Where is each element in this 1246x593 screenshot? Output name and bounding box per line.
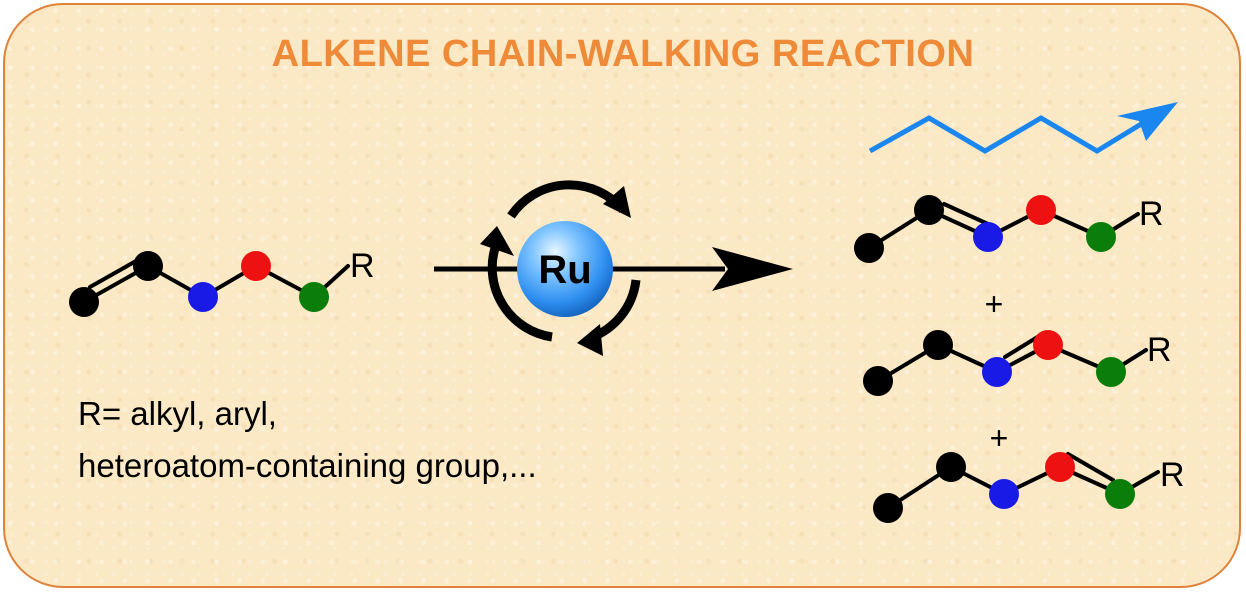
plus-sign-1: + <box>985 286 1004 322</box>
ru-sphere <box>517 221 613 317</box>
product-1-atom-blue <box>973 222 1003 252</box>
substrate-atom-green <box>299 282 329 312</box>
r-definition-line-1: R= alkyl, aryl, <box>78 395 277 432</box>
plus-sign-2: + <box>990 420 1009 456</box>
substrate-atom-red <box>241 251 271 281</box>
product-1-atom-2 <box>914 195 944 225</box>
catalytic-cycle <box>480 180 641 356</box>
product-3-atom-blue <box>989 479 1019 509</box>
ru-catalyst: Ru <box>517 221 613 317</box>
product-1: R <box>854 195 1164 263</box>
product-3-atom-2 <box>936 452 966 482</box>
product-2-atom-green <box>1096 357 1126 387</box>
substrate-molecule: R <box>69 247 375 317</box>
product-3-atom-green <box>1105 479 1135 509</box>
product-1-r-label: R <box>1139 195 1164 233</box>
product-3-r-label: R <box>1160 456 1185 494</box>
product-2-atom-red <box>1033 330 1063 360</box>
cycle-arrow-left <box>487 243 553 342</box>
substrate-r-label: R <box>350 247 375 285</box>
product-1-atom-1 <box>854 233 884 263</box>
product-3-atom-1 <box>873 493 903 523</box>
chain-walk-arrow <box>868 102 1178 154</box>
substrate-atom-blue <box>188 282 218 312</box>
ru-label: Ru <box>538 248 591 292</box>
substrate-atom-2 <box>133 251 163 281</box>
r-definition-line-2: heteroatom-containing group,... <box>78 447 537 484</box>
figure-frame <box>3 3 1241 588</box>
product-2-r-label: R <box>1147 331 1172 369</box>
product-3: R <box>873 452 1185 523</box>
substrate-atom-1 <box>69 287 99 317</box>
product-1-atom-green <box>1086 222 1116 252</box>
product-2-atom-2 <box>923 330 953 360</box>
product-1-atom-red <box>1026 195 1056 225</box>
figure-title: ALKENE CHAIN-WALKING REACTION <box>271 33 975 75</box>
product-2-atom-1 <box>863 366 893 396</box>
product-3-atom-red <box>1045 452 1075 482</box>
cycle-arrow-top <box>507 180 627 219</box>
product-2: R <box>863 330 1172 396</box>
product-2-atom-blue <box>982 357 1012 387</box>
